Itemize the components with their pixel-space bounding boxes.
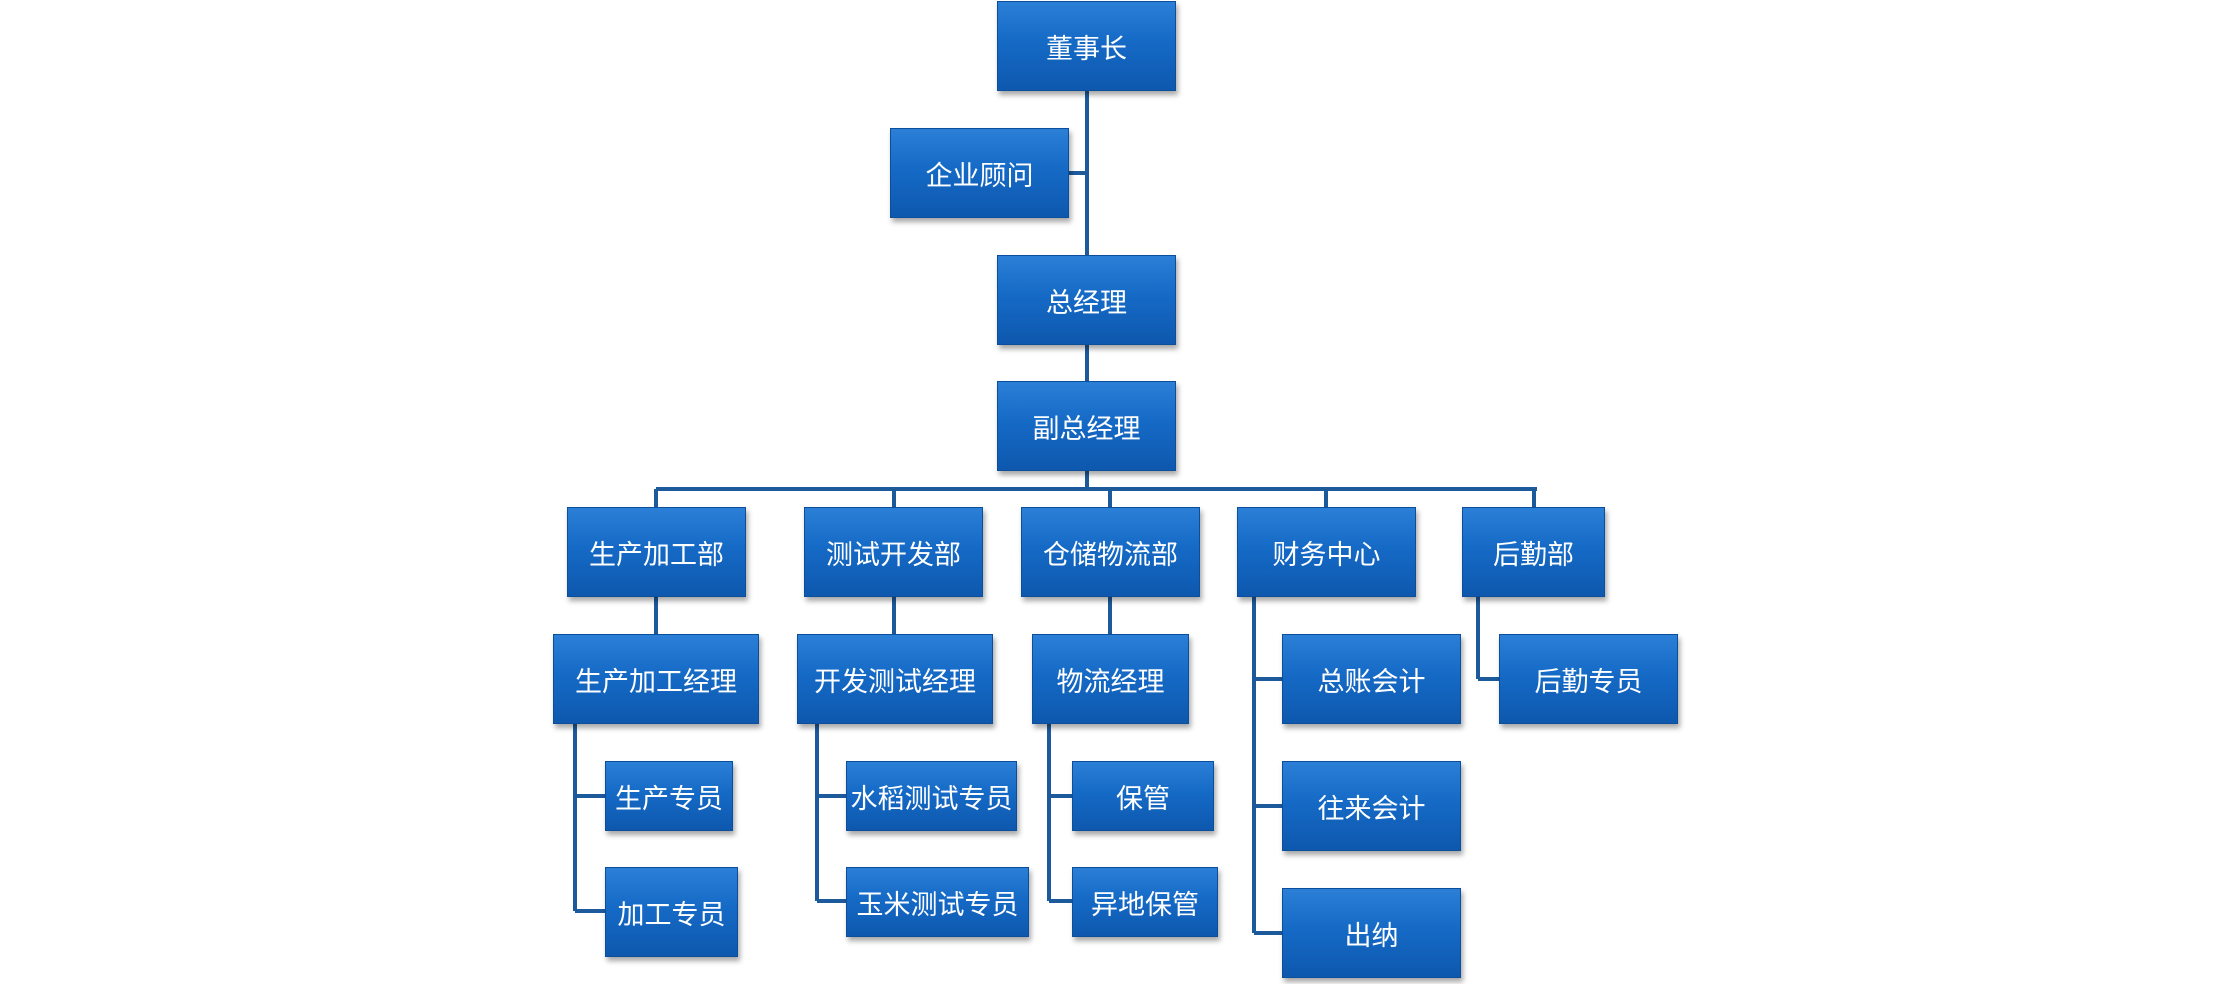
node-prod-spec: 生产专员 [605, 761, 733, 831]
node-gl-accountant: 总账会计 [1282, 634, 1461, 724]
node-logi-dept: 仓储物流部 [1021, 507, 1200, 597]
node-chairman: 董事长 [997, 1, 1176, 91]
node-remote-keeper: 异地保管 [1072, 867, 1218, 937]
node-test-dept: 测试开发部 [804, 507, 983, 597]
node-logi-mgr: 物流经理 [1032, 634, 1189, 724]
node-rice-spec: 水稻测试专员 [846, 761, 1017, 831]
node-cashier: 出纳 [1282, 888, 1461, 978]
connector-admin-dept-staff [1476, 597, 1499, 681]
node-fin-center: 财务中心 [1237, 507, 1416, 597]
connector-test-mgr-staff [815, 724, 846, 903]
node-corn-spec: 玉米测试专员 [846, 867, 1029, 937]
node-prod-dept: 生产加工部 [567, 507, 746, 597]
node-gm: 总经理 [997, 255, 1176, 345]
node-prod-mgr: 生产加工经理 [553, 634, 759, 724]
node-vgm: 副总经理 [997, 381, 1176, 471]
node-ar-accountant: 往来会计 [1282, 761, 1461, 851]
node-admin-spec: 后勤专员 [1499, 634, 1678, 724]
connector-logi-mgr-staff [1047, 724, 1072, 903]
node-test-mgr: 开发测试经理 [797, 634, 993, 724]
node-consultant: 企业顾问 [890, 128, 1069, 218]
node-admin-dept: 后勤部 [1462, 507, 1605, 597]
node-proc-spec: 加工专员 [605, 867, 738, 957]
connector-prod-mgr-staff [573, 724, 605, 913]
connector-chairman-consultant [1069, 91, 1089, 255]
connector-fin-center-staff [1252, 597, 1282, 935]
connector-vgm-departments [654, 471, 1537, 507]
node-keeper: 保管 [1072, 761, 1214, 831]
